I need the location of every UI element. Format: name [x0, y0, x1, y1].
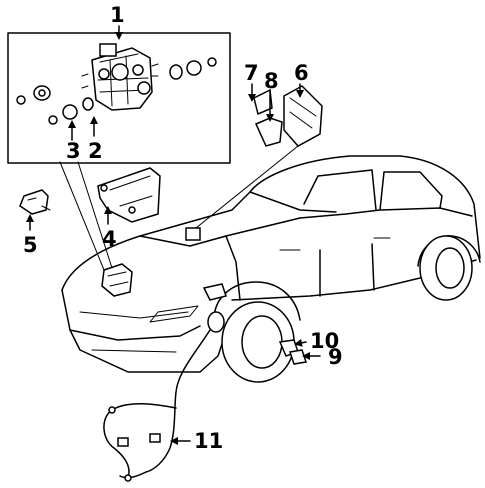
callout-8: 8 — [264, 69, 279, 93]
relay-icon — [253, 88, 283, 147]
abs-actuator-icon — [101, 263, 133, 297]
control-module-icon — [283, 85, 323, 147]
callout-4: 4 — [102, 227, 117, 251]
abs-actuator-icon — [81, 43, 159, 111]
callout-3: 3 — [66, 139, 81, 163]
callout-2: 2 — [88, 139, 103, 163]
callout-9: 9 — [328, 345, 343, 369]
bracket-icon — [19, 189, 51, 215]
callout-1: 1 — [110, 3, 125, 27]
fitting-icons — [16, 57, 217, 125]
leader-lines — [26, 25, 321, 445]
bracket-icon — [97, 167, 161, 223]
callout-6: 6 — [294, 61, 309, 85]
callout-5: 5 — [23, 233, 38, 257]
sedan-car-icon — [61, 155, 481, 383]
callout-11: 11 — [194, 429, 223, 453]
callout-7: 7 — [244, 61, 259, 85]
wiring-harness-icon — [103, 329, 211, 482]
callout-10: 10 — [310, 329, 339, 353]
